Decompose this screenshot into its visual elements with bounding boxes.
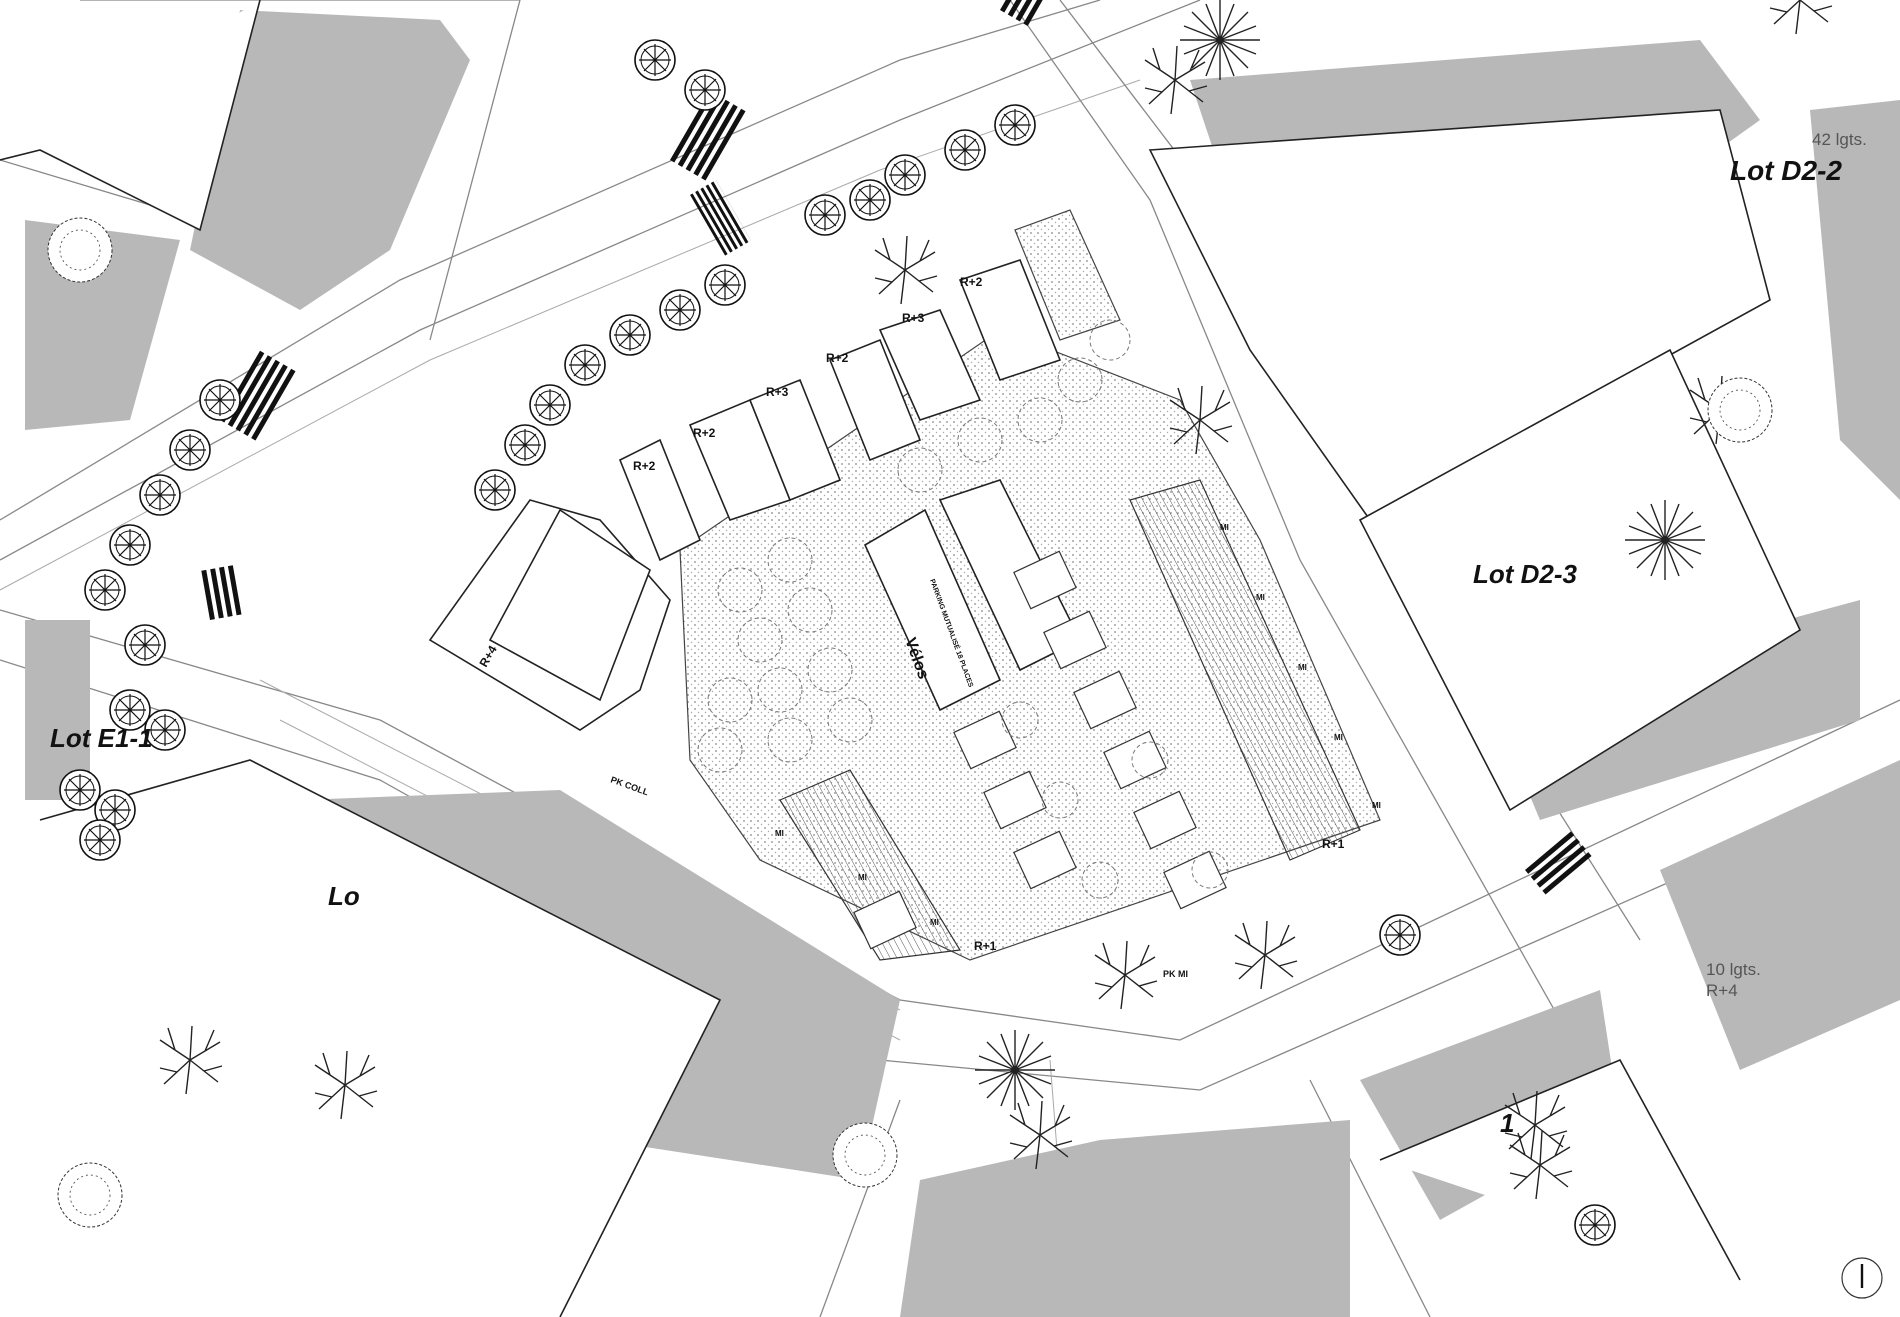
- logements-d2-2: 42 lgts.: [1812, 130, 1867, 149]
- row-houses-north: [618, 209, 1121, 562]
- lot-partial-label-left: Lo: [328, 881, 360, 911]
- svg-text:R+2: R+2: [960, 275, 983, 289]
- svg-text:MI: MI: [1334, 733, 1343, 742]
- svg-text:MI: MI: [1372, 801, 1381, 810]
- svg-text:R+1: R+1: [1322, 837, 1345, 851]
- height-bottom-right: R+4: [1706, 981, 1738, 1000]
- lot-e1-1-label: Lot E1-1: [50, 723, 153, 753]
- lot-d2-2-label: Lot D2-2: [1730, 155, 1842, 186]
- svg-text:R+2: R+2: [693, 426, 716, 440]
- svg-text:MI: MI: [1220, 523, 1229, 532]
- svg-text:R+2: R+2: [633, 459, 656, 473]
- crosswalk-icon: [690, 180, 751, 256]
- lot-d2-3-label: Lot D2-3: [1473, 559, 1578, 589]
- pk-mi-bottom-label: PK MI: [1163, 969, 1188, 979]
- height-labels: R+2 R+2 R+3 R+2 R+3 R+2 R+4 R+1 R+1: [476, 275, 1344, 953]
- lot-partial-label-right: 1: [1500, 1108, 1514, 1138]
- garden-trees: [697, 319, 1229, 899]
- svg-text:MI: MI: [930, 918, 939, 927]
- svg-text:MI: MI: [1256, 593, 1265, 602]
- svg-text:R+3: R+3: [766, 385, 789, 399]
- svg-text:MI: MI: [1298, 663, 1307, 672]
- context-buildings: [0, 0, 1802, 1317]
- svg-text:MI: MI: [858, 873, 867, 882]
- row-houses-south: [853, 710, 1077, 950]
- project-block: [428, 209, 1381, 961]
- svg-text:R+2: R+2: [826, 351, 849, 365]
- svg-text:MI: MI: [775, 829, 784, 838]
- svg-text:R+3: R+3: [902, 311, 925, 325]
- svg-text:R+1: R+1: [974, 939, 997, 953]
- north-arrow-icon: [1841, 1257, 1883, 1299]
- logements-bottom-right: 10 lgts.: [1706, 960, 1761, 979]
- mi-markers: MI MI MI MI MI MI MI MI: [775, 523, 1381, 927]
